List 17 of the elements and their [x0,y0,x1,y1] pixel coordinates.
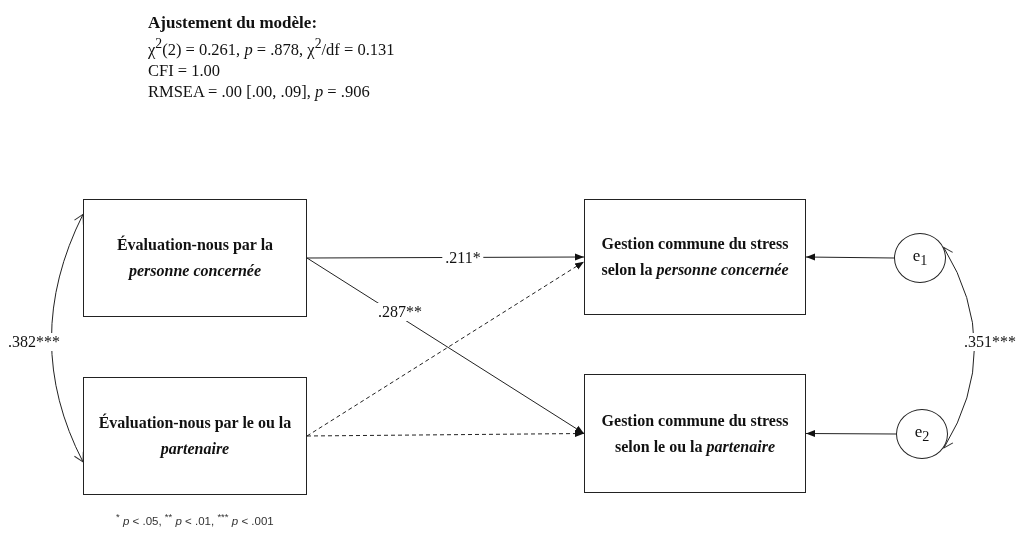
path-arrow [306,430,585,438]
covariance-arrow [51,213,85,463]
fit-statistic: CFI = 1.00 [148,59,222,81]
path-arrow [805,430,897,438]
significance-note: $^{*}$ p < .05, $^{**}$ p < .01, $^{***}$ p < .001 [116,511,274,527]
fit-statistic: χ$^{2}$(2) = 0.261, p = .878, χ$^{2}$/df = 0.131 [148,35,395,60]
path-arrow [805,253,895,261]
variable-box: Gestion commune du stress selon le ou la partenaire [584,374,806,493]
error-circle: e$_{2}$ [896,409,948,459]
variable-box: Évaluation-nous par le ou la partenaire [83,377,307,495]
covariance-arrow [943,246,975,449]
edge-label: .287** [375,303,425,321]
error-circle: e$_{1}$ [894,233,946,283]
fit-title: Ajustement du modèle: [148,12,319,33]
variable-box: Gestion commune du stress selon la personne concernée [584,199,806,315]
fit-statistic: RMSEA = .00 [.00, .09], p = .906 [148,80,371,102]
variable-box: Évaluation-nous par la personne concernée [83,199,307,317]
